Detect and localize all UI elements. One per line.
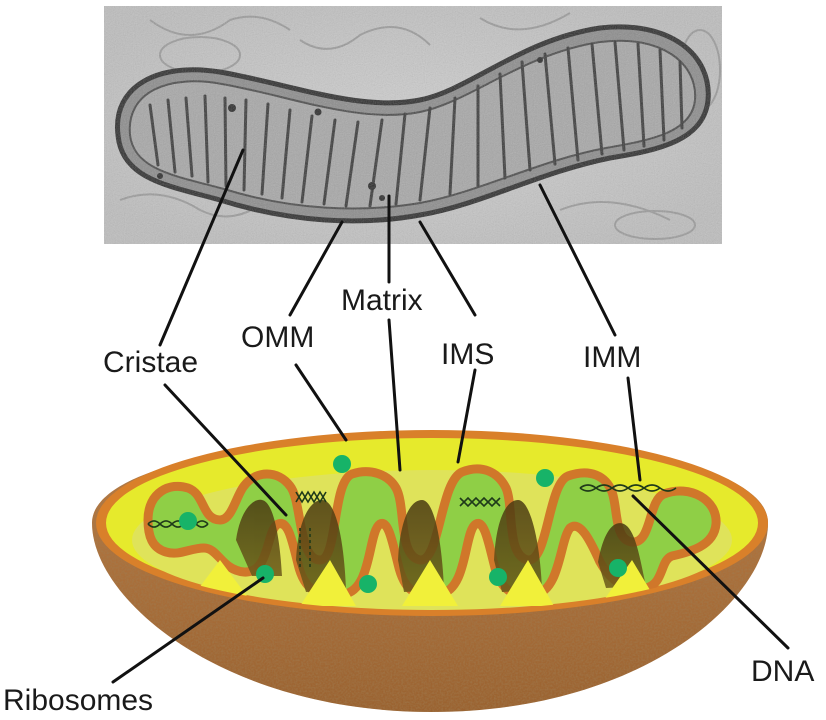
micrograph-image xyxy=(104,6,722,244)
label-matrix: Matrix xyxy=(341,286,423,316)
label-cristae: Cristae xyxy=(103,348,198,378)
omm-leader-bottom xyxy=(296,365,346,440)
mitochondrion-model xyxy=(92,430,768,712)
label-ribosomes: Ribosomes xyxy=(3,686,153,716)
label-ims: IMS xyxy=(441,340,494,370)
label-dna: DNA xyxy=(751,657,814,687)
label-imm: IMM xyxy=(583,343,641,373)
label-omm: OMM xyxy=(241,323,314,353)
